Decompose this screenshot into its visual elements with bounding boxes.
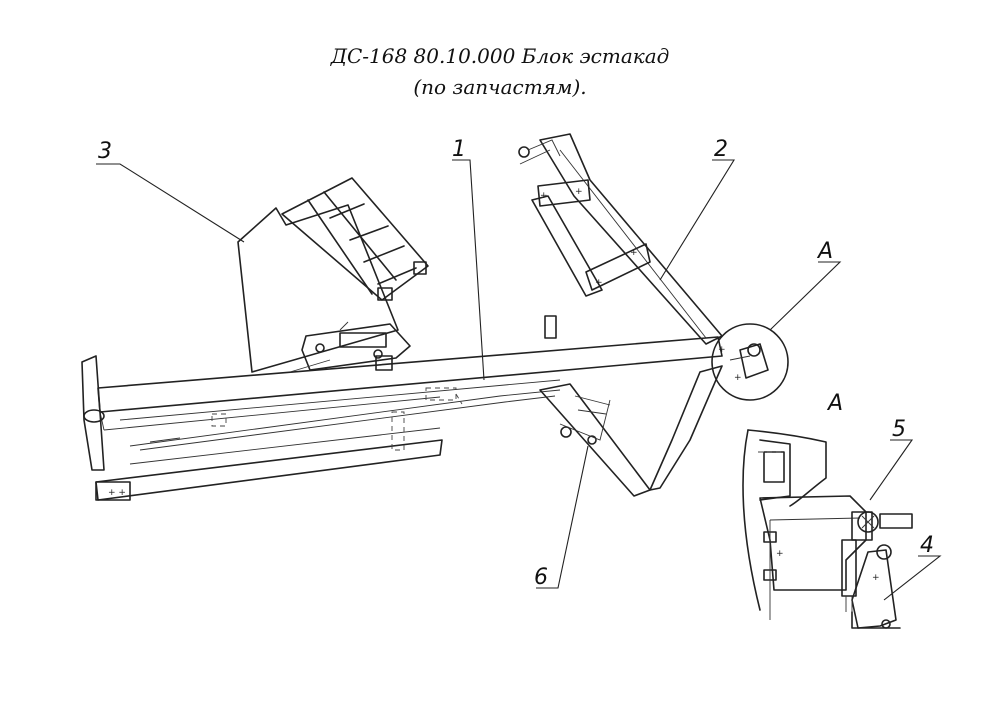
leader-lines: [96, 159, 942, 601]
detail-circle-a: [711, 323, 789, 401]
part-label-6: 6: [534, 565, 548, 590]
svg-text:+: +: [595, 278, 603, 288]
svg-text:+: +: [630, 248, 638, 258]
part-label-2: 2: [714, 137, 728, 162]
svg-text:+: +: [872, 573, 880, 583]
support-leg: + +: [539, 345, 742, 497]
svg-text:+: +: [540, 191, 548, 201]
detail-ref-label: A: [816, 239, 833, 264]
svg-text:+: +: [776, 549, 784, 559]
main-beam: + +: [81, 315, 723, 501]
svg-text:+: +: [575, 187, 583, 197]
svg-text:+: +: [718, 345, 726, 355]
upper-strut: + + + +: [518, 133, 723, 345]
ladder-platform: [237, 177, 429, 373]
part-label-4: 4: [920, 533, 934, 558]
svg-text:+ +: + +: [108, 488, 126, 498]
part-label-5: 5: [892, 417, 906, 442]
detail-title-label: A: [826, 391, 843, 416]
drawing-title-line-1: ДС-168 80.10.000 Блок эстакад: [330, 44, 670, 68]
part-label-3: 3: [98, 139, 112, 164]
svg-text:+: +: [734, 373, 742, 383]
drawing-title-line-2: (по запчастям).: [413, 75, 587, 99]
detail-view-a: + +: [742, 429, 913, 629]
part-label-1: 1: [452, 137, 466, 162]
